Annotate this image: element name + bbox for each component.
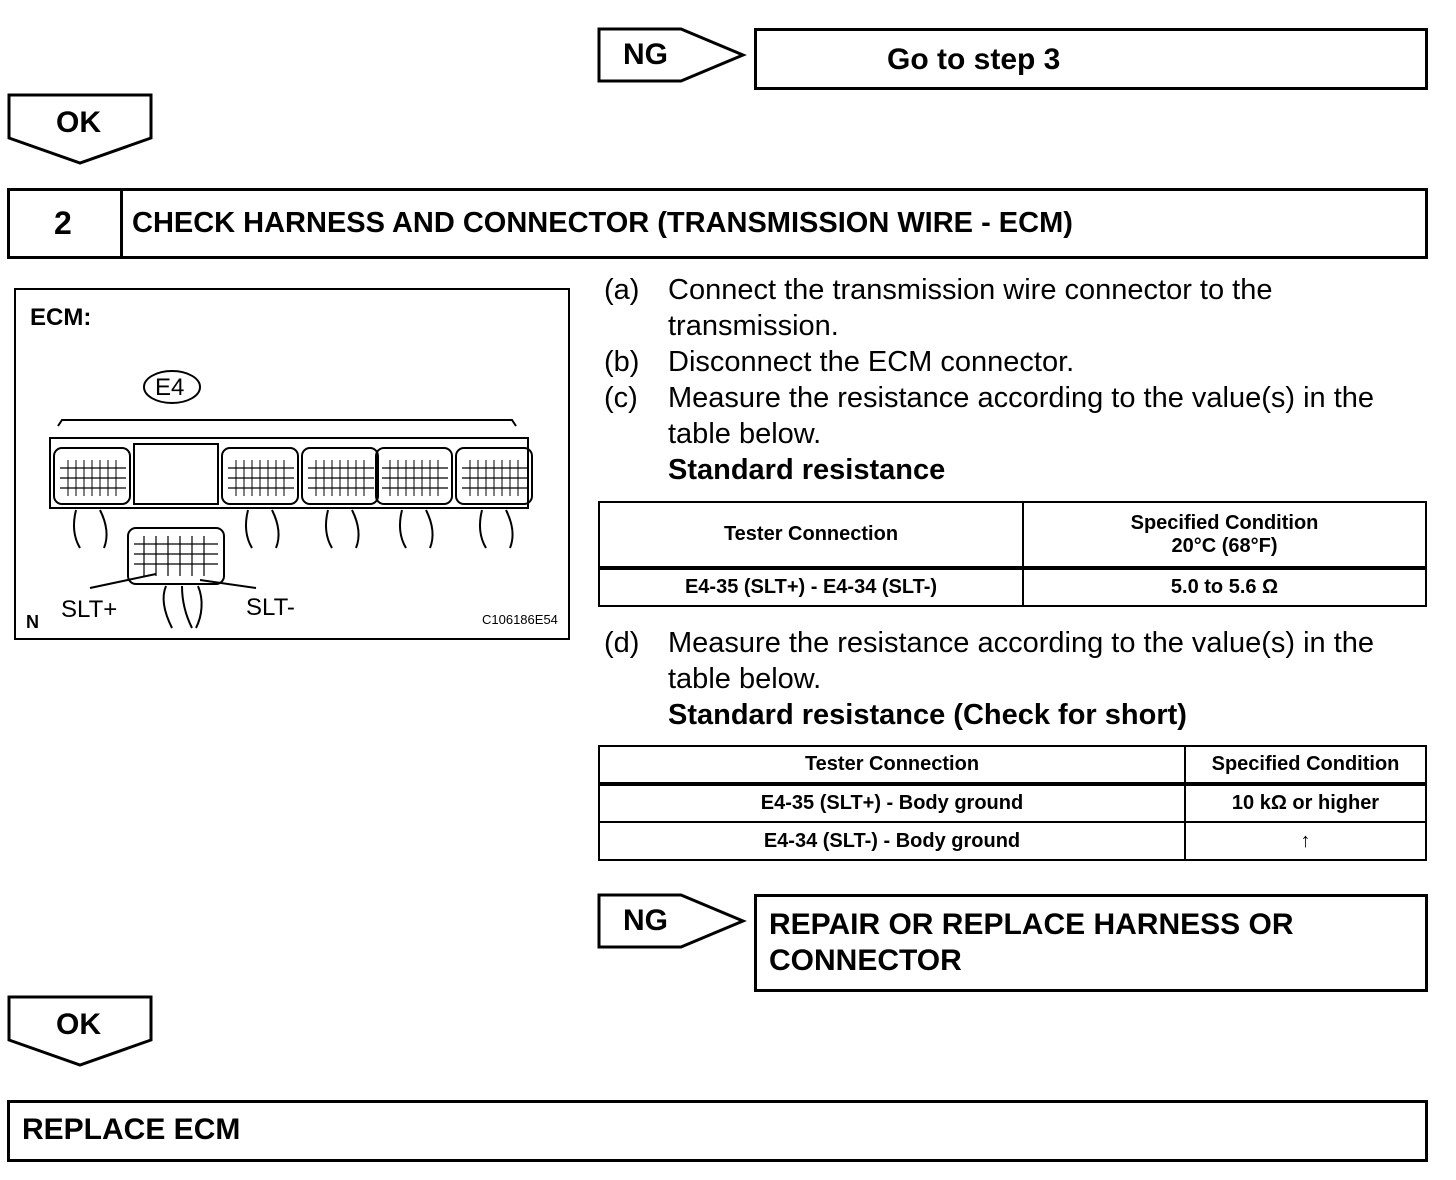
go-to-step-text: Go to step 3 <box>887 43 1061 76</box>
step-title: CHECK HARNESS AND CONNECTOR (TRANSMISSIO… <box>132 207 1073 239</box>
ecm-connector-drawing <box>49 370 533 629</box>
table-row: E4-34 (SLT-) - Body ground ↑ <box>598 821 1427 861</box>
table-cell: E4-35 (SLT+) - E4-34 (SLT-) <box>598 567 1024 607</box>
corner-mark: N <box>26 612 39 632</box>
step-number: 2 <box>54 205 72 241</box>
table-header-cell: Tester Connection <box>598 745 1186 786</box>
table-cell: 10 kΩ or higher <box>1184 783 1427 823</box>
instruction-c-label: (c) <box>604 382 638 414</box>
short-check-table: Tester Connection Specified Condition E4… <box>598 745 1427 861</box>
table-cell: E4-35 (SLT+) - Body ground <box>598 783 1186 823</box>
table-row: E4-35 (SLT+) - E4-34 (SLT-) 5.0 to 5.6 Ω <box>598 567 1427 607</box>
slt-plus-label: SLT+ <box>61 596 118 623</box>
instruction-d-label: (d) <box>604 627 640 659</box>
instruction-list-2: (d) Measure the resistance according to … <box>604 625 1414 733</box>
ok-arrow-2 <box>7 995 153 1067</box>
connector-id-e4: E4 <box>155 374 185 401</box>
instruction-b-label: (b) <box>604 346 640 378</box>
table-header-cell: Specified Condition <box>1184 745 1427 786</box>
instruction-list-1: (a) Connect the transmission wire connec… <box>604 272 1414 488</box>
table-cell: 5.0 to 5.6 Ω <box>1022 567 1427 607</box>
instruction-c-heading-row: Standard resistance <box>604 452 1414 488</box>
repair-box: REPAIR OR REPLACE HARNESS OR CONNECTOR <box>754 894 1428 992</box>
replace-ecm-box: REPLACE ECM <box>7 1100 1428 1162</box>
step-number-cell: 2 <box>10 191 123 256</box>
ng-arrow-top <box>597 27 747 83</box>
ecm-label: ECM: <box>30 304 92 331</box>
figure-code: C106186E54 <box>482 612 558 627</box>
table-cell: ↑ <box>1184 821 1427 861</box>
table-header-line: Specified Condition <box>1130 511 1319 534</box>
ng-arrow-bottom <box>597 893 747 949</box>
table-header-row: Tester Connection Specified Condition 20… <box>598 501 1427 570</box>
table-cell: E4-34 (SLT-) - Body ground <box>598 821 1186 861</box>
instruction-a: (a) Connect the transmission wire connec… <box>604 272 1414 344</box>
instruction-c-text: Measure the resistance according to the … <box>668 382 1375 450</box>
table-header-cell: Specified Condition 20°C (68°F) <box>1022 501 1427 570</box>
step-header: 2 CHECK HARNESS AND CONNECTOR (TRANSMISS… <box>7 188 1428 259</box>
instruction-d: (d) Measure the resistance according to … <box>604 625 1414 697</box>
table-header-line: 20°C (68°F) <box>1171 534 1278 557</box>
instruction-b: (b) Disconnect the ECM connector. <box>604 344 1414 380</box>
repair-text: REPAIR OR REPLACE HARNESS OR CONNECTOR <box>769 908 1294 977</box>
table-header-row: Tester Connection Specified Condition <box>598 745 1427 786</box>
ok-label-2: OK <box>56 1008 101 1041</box>
resistance-table: Tester Connection Specified Condition 20… <box>598 501 1427 607</box>
ok-arrow-1 <box>7 93 153 165</box>
instruction-d-heading: Standard resistance (Check for short) <box>668 699 1187 731</box>
ecm-connector-figure: ECM: <box>14 288 570 640</box>
ng-label-bottom: NG <box>623 904 668 937</box>
instruction-b-text: Disconnect the ECM connector. <box>668 346 1075 378</box>
instruction-d-text: Measure the resistance according to the … <box>668 627 1375 695</box>
ok-label-1: OK <box>56 106 101 139</box>
slt-minus-label: SLT- <box>246 594 295 621</box>
instruction-c-heading: Standard resistance <box>668 454 946 486</box>
instruction-d-heading-row: Standard resistance (Check for short) <box>604 697 1414 733</box>
instruction-a-text: Connect the transmission wire connector … <box>668 274 1273 342</box>
instruction-a-label: (a) <box>604 274 640 306</box>
ng-label-top: NG <box>623 38 668 71</box>
table-row: E4-35 (SLT+) - Body ground 10 kΩ or high… <box>598 783 1427 823</box>
table-header-cell: Tester Connection <box>598 501 1024 570</box>
instruction-c: (c) Measure the resistance according to … <box>604 380 1414 452</box>
replace-ecm-text: REPLACE ECM <box>22 1113 241 1146</box>
go-to-step-box: Go to step 3 <box>754 28 1428 90</box>
